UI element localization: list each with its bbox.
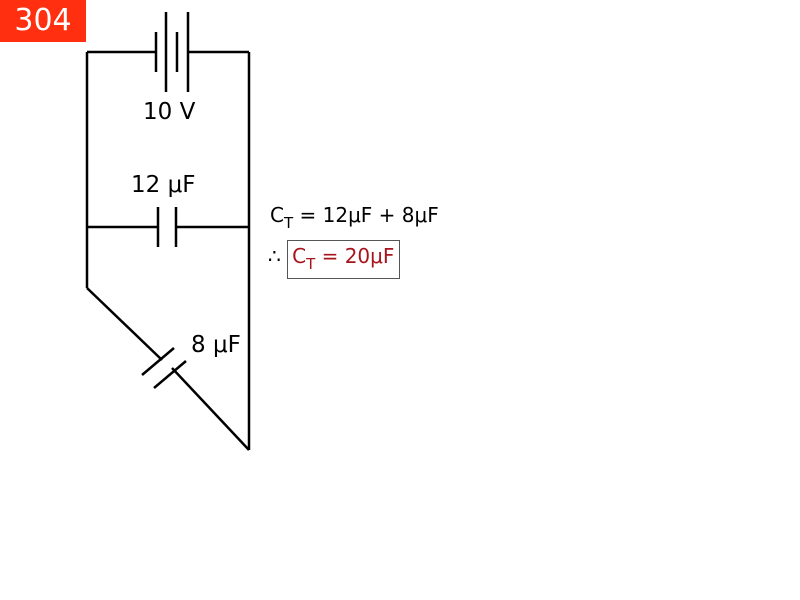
battery-label: 10 V [143,99,196,125]
equation-rhs: = 12μF + 8μF [293,203,439,227]
capacitor-12uf-label: 12 μF [131,172,195,198]
capacitor-12uf-icon [156,207,178,247]
result-rhs: = 20μF [315,244,395,268]
wire-diagonal-lower [171,367,250,451]
result-symbol: C [292,244,307,268]
equation-subscript: T [283,214,294,232]
equation-total-sum: CT = 12μF + 8μF [270,203,439,232]
result-box: CT = 20μF [287,240,401,279]
therefore-symbol: ∴ [268,244,281,268]
battery-icon [154,12,190,92]
slide-number-badge: 304 [0,0,86,42]
result-subscript: T [306,255,316,273]
capacitor-8uf-label: 8 μF [191,332,241,358]
wire-diagonal-upper [86,287,163,361]
equation-symbol: C [270,203,284,227]
capacitor-8uf-icon [141,347,187,389]
equation-result-line: ∴ CT = 20μF [268,240,401,279]
